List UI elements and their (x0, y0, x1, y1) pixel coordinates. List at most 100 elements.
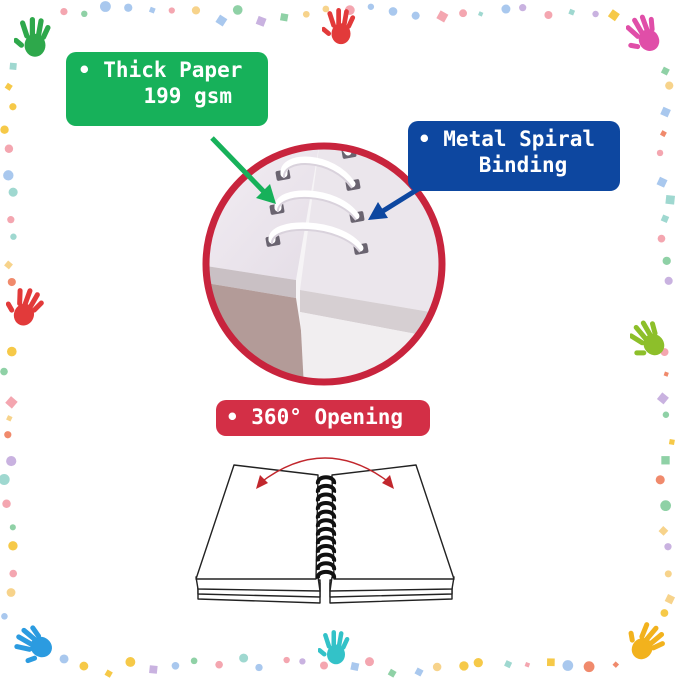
spiral-coil (315, 526, 337, 537)
metal-spiral-line1: • Metal Spiral (418, 127, 596, 151)
confetti-dot (664, 594, 676, 605)
confetti-dot (668, 438, 675, 446)
thick-paper-line1: • Thick Paper (78, 58, 243, 82)
spiral-coil (315, 544, 337, 554)
confetti-dot (544, 10, 553, 20)
confetti-dot (319, 661, 329, 670)
confetti-dot (125, 657, 136, 667)
confetti-dot (171, 661, 180, 670)
confetti-dot (7, 277, 16, 287)
confetti-dot (607, 9, 620, 22)
confetti-dot (99, 1, 111, 12)
confetti-dot (124, 3, 133, 12)
confetti-dot (4, 82, 13, 91)
confetti-dot (302, 10, 310, 18)
confetti-dot (411, 11, 420, 20)
confetti-dot (8, 541, 18, 551)
spiral-coil (315, 483, 337, 494)
hand-print-icon (322, 8, 356, 45)
confetti-dot (664, 543, 672, 551)
opening-text: • 360° Opening (226, 405, 404, 429)
confetti-dot (322, 5, 330, 13)
hand-print-icon (6, 288, 44, 326)
confetti-dot (473, 658, 483, 668)
confetti-dot (9, 524, 16, 531)
confetti-dot (79, 661, 89, 671)
hand-print-icon (628, 622, 665, 660)
confetti-dot (4, 431, 12, 439)
confetti-dot (504, 660, 513, 669)
confetti-dot (6, 415, 13, 422)
confetti-dot (60, 7, 68, 16)
confetti-dot (148, 6, 156, 14)
thick-paper-line2: 199 gsm (143, 84, 232, 109)
hand-print-icon (626, 14, 660, 51)
confetti-dot (662, 411, 670, 418)
confetti-dot (6, 346, 17, 357)
confetti-dot (6, 455, 17, 467)
confetti-dot (659, 130, 667, 138)
confetti-dot (658, 526, 669, 536)
confetti-dot (5, 396, 18, 409)
confetti-dot (388, 7, 398, 16)
confetti-dot (4, 260, 13, 270)
confetti-dot (1, 613, 8, 620)
confetti-dot (7, 216, 15, 224)
confetti-dot (0, 473, 10, 485)
confetti-dot (656, 392, 669, 405)
spiral-coil (315, 509, 337, 519)
confetti-dot (664, 276, 673, 285)
confetti-dot (4, 144, 14, 153)
confetti-dot (660, 66, 670, 76)
confetti-dot (283, 656, 290, 664)
confetti-dot (660, 106, 671, 118)
spiral-coil (315, 535, 337, 545)
confetti-dot (665, 194, 676, 205)
metal-spiral-label: • Metal Spiral Binding (408, 121, 620, 191)
confetti-dot (583, 661, 595, 673)
confetti-dot (660, 609, 669, 617)
confetti-dot (459, 661, 469, 671)
spiral-coil (315, 475, 337, 485)
confetti-dot (299, 658, 306, 665)
confetti-dot (387, 668, 397, 678)
notebook-icon (195, 457, 455, 604)
thick-paper-label: • Thick Paper 199 gsm (66, 52, 268, 126)
confetti-dot (255, 663, 263, 672)
confetti-dot (655, 475, 665, 485)
hand-print-icon (630, 320, 665, 356)
confetti-dot (592, 10, 599, 18)
confetti-dot (459, 9, 467, 18)
confetti-dot (215, 14, 228, 27)
confetti-dot (663, 371, 669, 377)
confetti-dot (612, 661, 620, 668)
confetti-dot (350, 662, 360, 672)
confetti-dot (9, 62, 17, 71)
confetti-dot (2, 499, 11, 509)
spiral-coil (315, 561, 337, 571)
confetti-dot (414, 667, 424, 677)
confetti-dot (0, 367, 8, 376)
confetti-dot (665, 81, 674, 90)
confetti-dot (661, 456, 670, 465)
confetti-dot (149, 665, 158, 674)
confetti-dot (8, 187, 18, 197)
confetti-dot (9, 103, 17, 111)
confetti-dot (59, 654, 69, 664)
opening-label: • 360° Opening (216, 400, 430, 436)
spiral-coil (315, 518, 337, 528)
confetti-dot (255, 15, 267, 27)
confetti-dot (656, 149, 664, 157)
confetti-dot (524, 661, 531, 668)
confetti-dot (562, 660, 574, 671)
confetti-dot (664, 570, 672, 578)
confetti-dot (367, 3, 375, 10)
hand-print-icon (318, 630, 350, 665)
confetti-dot (104, 669, 113, 678)
confetti-dot (10, 233, 17, 240)
confetti-dot (477, 11, 484, 17)
confetti-dot (364, 657, 374, 667)
confetti-dot (6, 588, 16, 597)
confetti-dot (501, 4, 511, 14)
